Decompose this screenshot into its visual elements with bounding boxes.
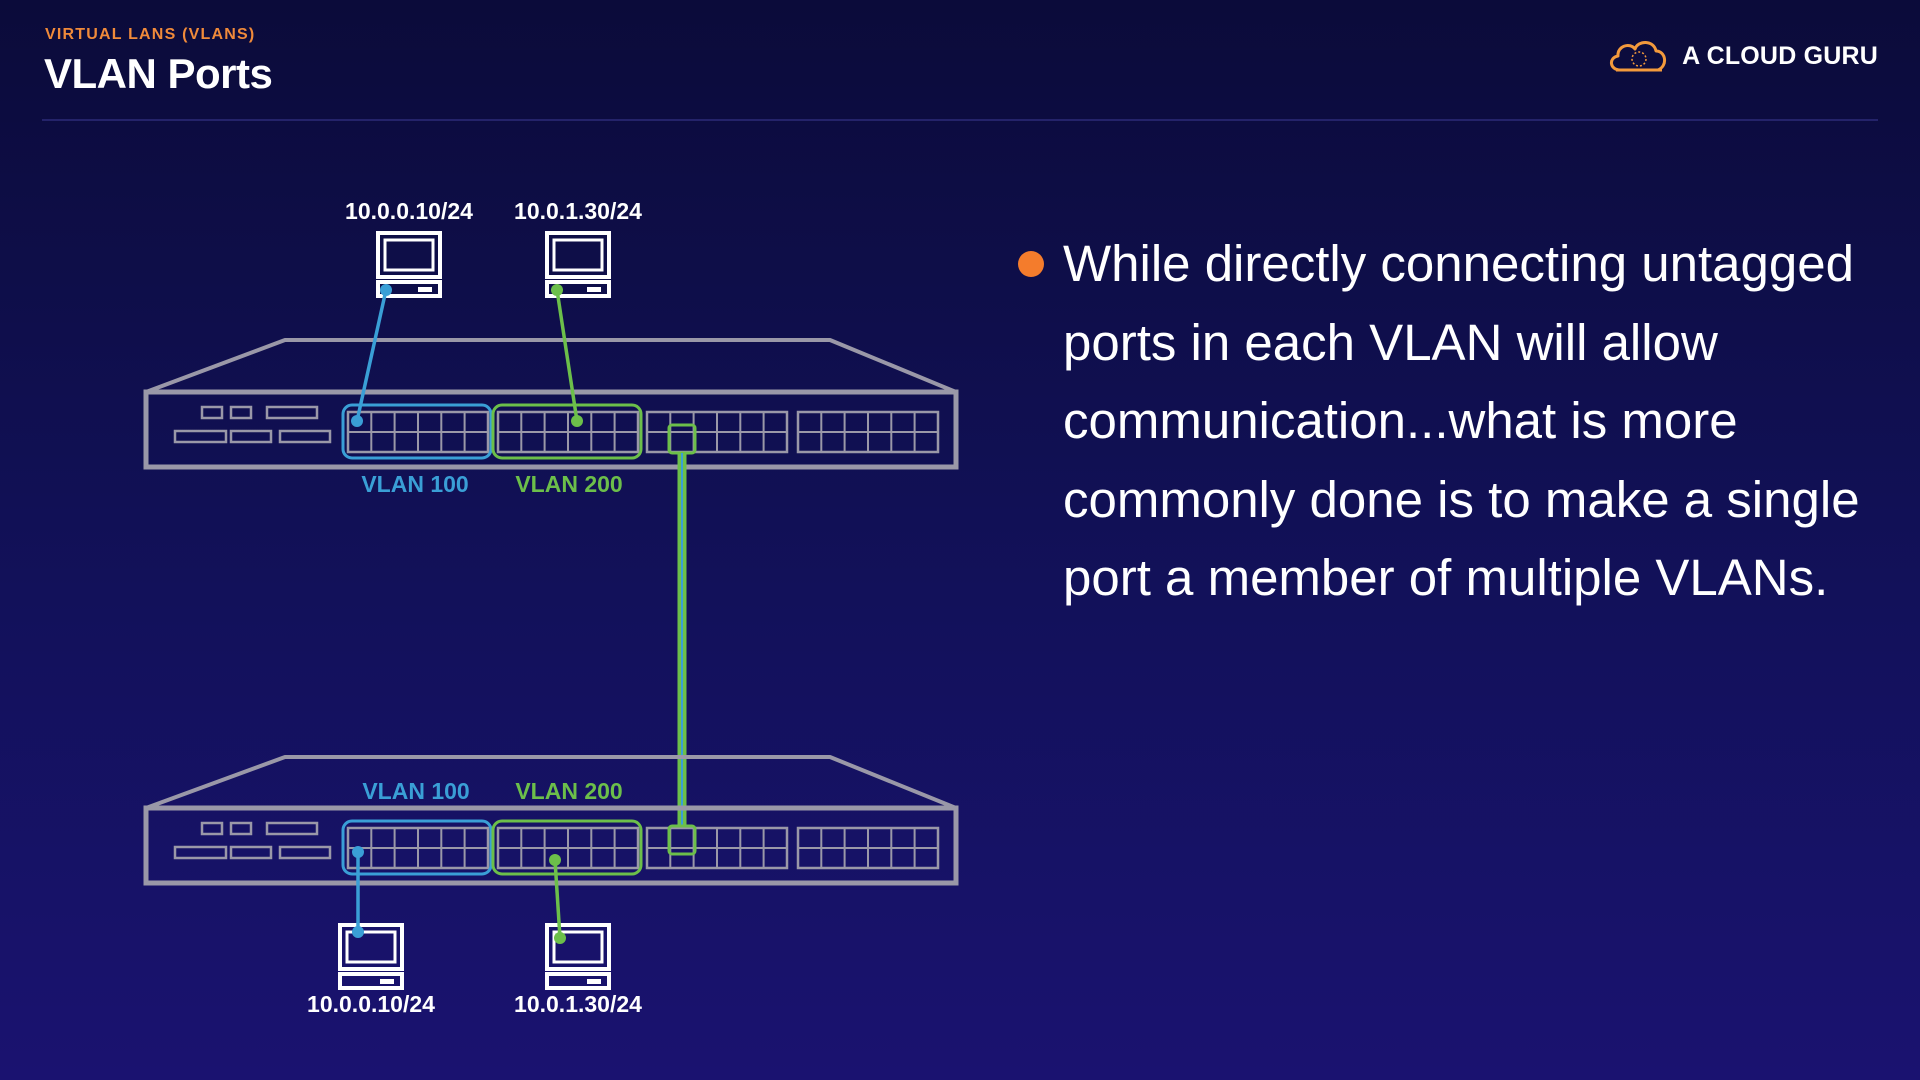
slide-header: VIRTUAL LANS (VLANS) VLAN Ports A CLOUD … bbox=[0, 0, 1920, 122]
host-ip-label: 10.0.1.30/24 bbox=[514, 198, 642, 224]
vlan100-group-bottom bbox=[341, 819, 493, 876]
trunk-port-bottom bbox=[667, 824, 697, 856]
bullet-list: While directly connecting untagged ports… bbox=[1010, 225, 1890, 618]
host-ip-label: 10.0.0.10/24 bbox=[345, 198, 473, 224]
brand-name: A CLOUD GURU bbox=[1682, 41, 1878, 70]
vlan200-group-top bbox=[491, 403, 643, 460]
bottom-switch: VLAN 100 VLAN 200 bbox=[143, 755, 959, 886]
computer-icon bbox=[338, 923, 404, 990]
bottom-vlan100-label: VLAN 100 bbox=[362, 778, 469, 804]
top-vlan200-label: VLAN 200 bbox=[515, 471, 622, 497]
cloud-logo-icon bbox=[1610, 41, 1667, 72]
section-eyebrow: VIRTUAL LANS (VLANS) bbox=[45, 26, 256, 43]
bullet-dot-icon bbox=[1018, 251, 1044, 277]
top-switch: VLAN 100 VLAN 200 bbox=[143, 338, 959, 497]
top-host-vlan200: 10.0.1.30/24 bbox=[514, 198, 642, 427]
page-title: VLAN Ports bbox=[44, 50, 273, 97]
host-ip-label: 10.0.1.30/24 bbox=[514, 991, 642, 1017]
bottom-host-vlan100: 10.0.0.10/24 bbox=[307, 846, 435, 1017]
top-vlan100-label: VLAN 100 bbox=[361, 471, 468, 497]
header-divider bbox=[42, 119, 1878, 121]
bottom-host-vlan200: 10.0.1.30/24 bbox=[514, 854, 642, 1017]
vlan100-group-top bbox=[341, 403, 493, 460]
top-host-vlan100: 10.0.0.10/24 bbox=[345, 198, 473, 427]
vlan200-group-bottom bbox=[491, 819, 643, 876]
vlan-diagram: VLAN 100 VLAN 200 10.0.0.10/24 10.0.1.30… bbox=[143, 198, 959, 1017]
trunk-port-top bbox=[667, 423, 697, 455]
bullet-text: While directly connecting untagged ports… bbox=[1063, 235, 1860, 606]
brand-logo: A CLOUD GURU bbox=[1606, 36, 1878, 76]
host-ip-label: 10.0.0.10/24 bbox=[307, 991, 435, 1017]
bottom-vlan200-label: VLAN 200 bbox=[515, 778, 622, 804]
